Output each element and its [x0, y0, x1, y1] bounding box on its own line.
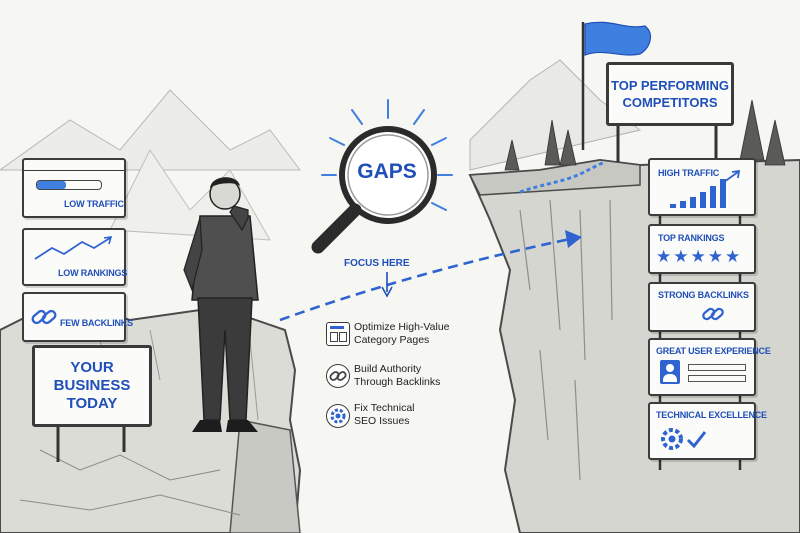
- progress-fill: [37, 181, 66, 189]
- technical-excellence-card: TECHNICAL EXCELLENCE: [648, 402, 756, 460]
- chain-link-icon: [700, 302, 726, 326]
- gaps-label: GAPS: [342, 160, 432, 184]
- high-traffic-card: HIGH TRAFFIC: [648, 158, 756, 216]
- your-business-today-sign: YOUR BUSINESS TODAY: [32, 345, 152, 427]
- stars-icon: ★★★★★: [656, 247, 742, 267]
- focus-here-label: FOCUS HERE: [344, 258, 410, 269]
- bar-chart-icon: [666, 170, 746, 210]
- webpage-icon: [326, 322, 350, 346]
- sign-line-2: BUSINESS: [54, 377, 131, 395]
- gear-check-icon: [658, 424, 708, 454]
- competitors-sign-line-1: TOP PERFORMING: [611, 77, 729, 94]
- line-graph-icon: [30, 234, 120, 264]
- chain-link-icon: [326, 364, 350, 388]
- form-field-placeholder: [688, 375, 746, 382]
- top-performing-competitors-sign: TOP PERFORMING COMPETITORS: [606, 62, 734, 126]
- low-traffic-label: LOW TRAFFIC: [64, 199, 124, 209]
- user-profile-icon: [660, 360, 680, 384]
- technical-excellence-label: TECHNICAL EXCELLENCE: [656, 410, 767, 420]
- progress-bar-icon: [36, 180, 102, 190]
- form-field-placeholder: [688, 364, 746, 371]
- action-fix-technical-seo: Fix Technical SEO Issues: [354, 402, 415, 428]
- strong-backlinks-label: STRONG BACKLINKS: [658, 290, 749, 300]
- great-user-experience-card: GREAT USER EXPERIENCE: [648, 338, 756, 396]
- strong-backlinks-card: STRONG BACKLINKS: [648, 282, 756, 332]
- businessman-figure: [170, 170, 280, 440]
- window-titlebar: [24, 160, 124, 171]
- few-backlinks-label: FEW BACKLINKS: [60, 318, 133, 328]
- low-traffic-card: LOW TRAFFIC: [22, 158, 126, 218]
- low-rankings-label: LOW RANKINGS: [58, 268, 127, 278]
- competitors-sign-line-2: COMPETITORS: [622, 94, 717, 111]
- magnifying-glass-icon: [300, 125, 440, 265]
- low-rankings-card: LOW RANKINGS: [22, 228, 126, 286]
- chain-link-icon: [30, 303, 58, 331]
- gear-icon: [326, 404, 350, 428]
- action-optimize-category-pages: Optimize High-Value Category Pages: [354, 321, 450, 347]
- great-user-experience-label: GREAT USER EXPERIENCE: [656, 346, 771, 356]
- action-build-authority: Build Authority Through Backlinks: [354, 363, 440, 389]
- few-backlinks-card: FEW BACKLINKS: [22, 292, 126, 342]
- sign-line-1: YOUR: [70, 359, 113, 377]
- top-rankings-label: TOP RANKINGS: [658, 233, 724, 243]
- top-rankings-card: TOP RANKINGS ★★★★★: [648, 224, 756, 274]
- sign-line-3: TODAY: [67, 395, 118, 413]
